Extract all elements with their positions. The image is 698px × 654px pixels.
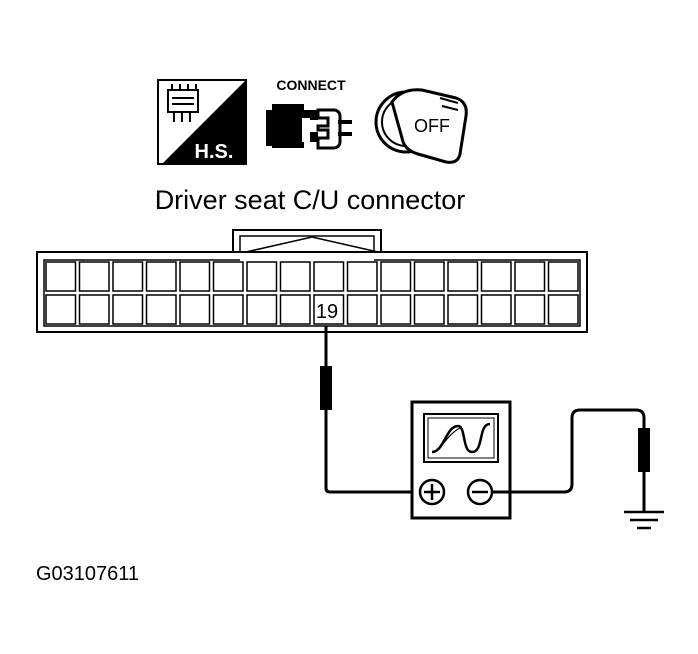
positive-terminal bbox=[418, 478, 446, 506]
ignition-label: OFF bbox=[414, 116, 450, 136]
oscilloscope-icon bbox=[410, 400, 512, 520]
terminal-cell bbox=[480, 261, 512, 292]
harness-connector-icon: H.S. bbox=[157, 79, 247, 165]
terminal-cell bbox=[45, 294, 77, 325]
harness-label: H.S. bbox=[195, 141, 234, 163]
terminal-cell bbox=[212, 294, 244, 325]
terminal-cell bbox=[145, 294, 177, 325]
probe-wire-positive bbox=[320, 326, 412, 494]
terminal-cell bbox=[179, 294, 211, 325]
terminal-cell bbox=[45, 261, 77, 292]
terminal-cell bbox=[78, 261, 110, 292]
terminal-cell bbox=[246, 261, 278, 292]
terminal-cell bbox=[547, 294, 579, 325]
negative-terminal bbox=[466, 478, 494, 506]
terminal-cell bbox=[313, 261, 345, 292]
terminal-cell bbox=[279, 294, 311, 325]
terminal-cell bbox=[413, 294, 445, 325]
terminal-cell bbox=[346, 294, 378, 325]
terminal-cell bbox=[380, 294, 412, 325]
terminal-cell bbox=[78, 294, 110, 325]
terminal-19-label: 19 bbox=[316, 301, 338, 323]
terminal-cell bbox=[179, 261, 211, 292]
terminal-cell bbox=[145, 261, 177, 292]
connect-label: CONNECT bbox=[276, 77, 346, 93]
terminal-cell bbox=[279, 261, 311, 292]
terminal-cell bbox=[380, 261, 412, 292]
terminal-cell bbox=[212, 261, 244, 292]
terminal-cell bbox=[313, 294, 345, 325]
terminal-cell bbox=[447, 294, 479, 325]
terminal-cell bbox=[346, 261, 378, 292]
ignition-key-icon: OFF bbox=[374, 88, 468, 164]
ground-icon bbox=[624, 510, 664, 530]
terminal-cell bbox=[246, 294, 278, 325]
terminal-cell bbox=[112, 261, 144, 292]
probe-wire-negative bbox=[492, 408, 650, 512]
terminal-cell bbox=[480, 294, 512, 325]
connector-body: 19 bbox=[36, 229, 588, 333]
connector-icon: CONNECT bbox=[266, 77, 352, 150]
terminal-cell bbox=[514, 261, 546, 292]
terminal-cell bbox=[547, 261, 579, 292]
figure-id: G03107611 bbox=[36, 563, 139, 585]
terminal-cell bbox=[413, 261, 445, 292]
terminal-cell bbox=[112, 294, 144, 325]
terminal-cell bbox=[514, 294, 546, 325]
connector-title: Driver seat C/U connector bbox=[155, 185, 466, 215]
terminal-cell bbox=[447, 261, 479, 292]
